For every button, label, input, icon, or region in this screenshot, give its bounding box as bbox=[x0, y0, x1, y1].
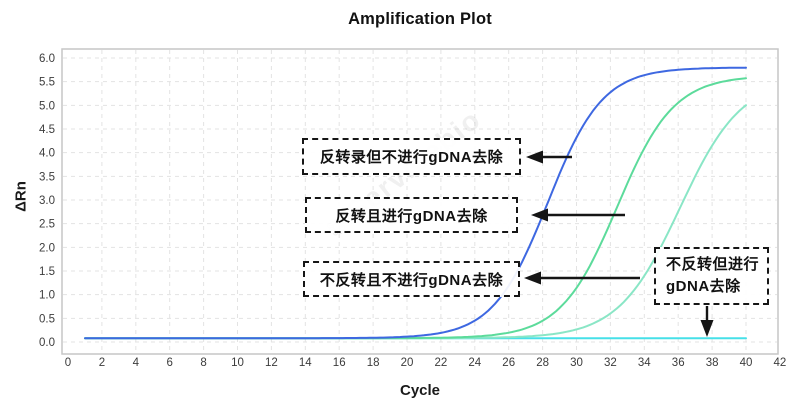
x-tick-label: 14 bbox=[299, 357, 312, 369]
y-tick-label: 5.0 bbox=[39, 100, 55, 112]
y-tick-label: 1.0 bbox=[39, 290, 55, 302]
x-tick-label: 20 bbox=[401, 357, 414, 369]
x-tick-label: 8 bbox=[200, 357, 206, 369]
y-tick-label: 4.5 bbox=[39, 124, 55, 136]
x-tick-label: 36 bbox=[672, 357, 685, 369]
x-tick-label: 4 bbox=[133, 357, 140, 369]
x-tick-label: 0 bbox=[65, 357, 71, 369]
plot-frame bbox=[61, 48, 779, 355]
x-tick-label: 2 bbox=[99, 357, 105, 369]
y-tick-label: 2.5 bbox=[39, 219, 55, 231]
y-tick-label: 3.5 bbox=[39, 171, 55, 183]
y-tick-label: 2.0 bbox=[39, 242, 55, 254]
x-tick-label: 42 bbox=[774, 357, 787, 369]
x-axis-label: Cycle bbox=[399, 382, 441, 399]
x-tick-label: 10 bbox=[231, 357, 244, 369]
x-tick-label: 32 bbox=[604, 357, 617, 369]
x-tick-label: 16 bbox=[333, 357, 346, 369]
x-tick-label: 30 bbox=[570, 357, 583, 369]
y-tick-label: 4.0 bbox=[39, 148, 55, 160]
x-tick-label: 34 bbox=[638, 357, 651, 369]
x-tick-label: 40 bbox=[740, 357, 753, 369]
y-tick-label: 0.0 bbox=[39, 337, 55, 349]
annotation-box-no-rt-no-gdna-removal: 不反转且不进行gDNA去除 bbox=[303, 261, 520, 297]
x-tick-label: 18 bbox=[367, 357, 380, 369]
x-tick-label: 24 bbox=[468, 357, 481, 369]
x-tick-label: 6 bbox=[166, 357, 172, 369]
x-tick-label: 26 bbox=[502, 357, 515, 369]
annotation-arrow-no-rt-no-gdna-removal-head bbox=[524, 271, 541, 285]
x-tick-label: 38 bbox=[706, 357, 719, 369]
curve-rt-no-gdna-removal bbox=[84, 66, 747, 340]
x-tick-label: 28 bbox=[536, 357, 549, 369]
y-tick-label: 6.0 bbox=[39, 53, 55, 65]
x-tick-label: 12 bbox=[265, 357, 278, 369]
annotation-arrow-rt-with-gdna-removal-head bbox=[531, 208, 548, 222]
y-tick-label: 1.5 bbox=[39, 266, 55, 278]
annotation-box-rt-no-gdna-removal: 反转录但不进行gDNA去除 bbox=[302, 138, 521, 175]
annotation-box-no-rt-with-gdna-removal: 不反转但进行 gDNA去除 bbox=[654, 247, 769, 305]
chart-title: Amplification Plot bbox=[348, 10, 492, 28]
y-tick-label: 0.5 bbox=[39, 313, 55, 325]
y-tick-label: 5.5 bbox=[39, 77, 55, 89]
x-tick-label: 22 bbox=[435, 357, 448, 369]
annotation-arrow-no-rt-with-gdna-removal-head bbox=[700, 320, 714, 337]
annotation-arrow-rt-no-gdna-removal-head bbox=[526, 150, 543, 164]
y-tick-label: 3.0 bbox=[39, 195, 55, 207]
annotation-box-rt-with-gdna-removal: 反转且进行gDNA去除 bbox=[305, 197, 518, 233]
